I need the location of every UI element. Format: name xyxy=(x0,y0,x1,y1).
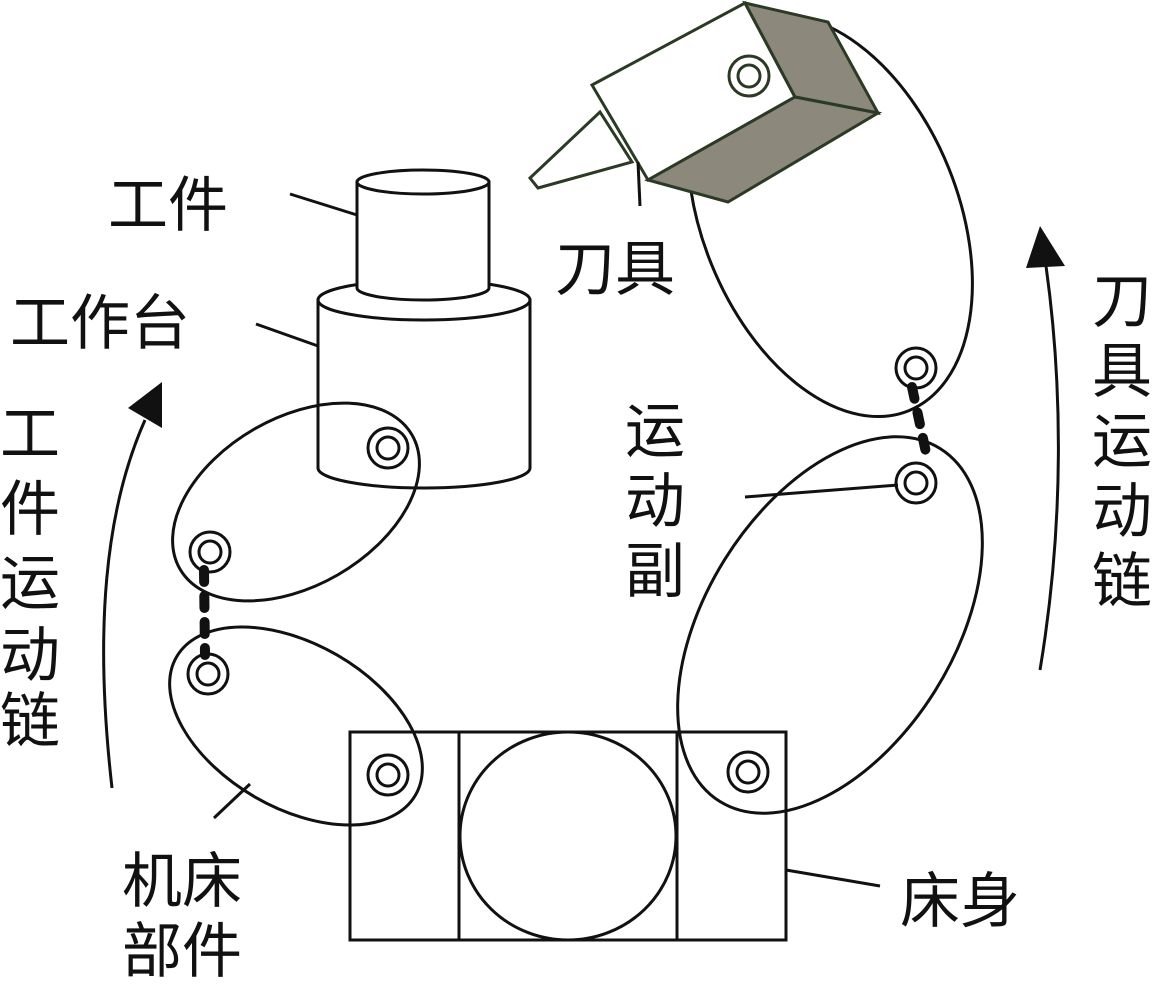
machine-parts-line: 机床 xyxy=(122,847,242,917)
tool-chain-char: 具 xyxy=(1092,337,1152,407)
tool-chain-char: 动 xyxy=(1092,477,1152,547)
motion-pair-leader xyxy=(744,483,899,499)
tool-chain-arrow xyxy=(1026,226,1065,671)
motion-pair-char: 副 xyxy=(625,537,685,607)
workpiece-chain-label: 工 件 运 动 链 xyxy=(0,400,60,757)
machine-parts-label: 机床 部件 xyxy=(122,847,242,984)
joint-icon xyxy=(726,750,770,794)
workpiece xyxy=(355,168,491,302)
workpiece-chain-char: 件 xyxy=(0,475,60,545)
worktable-leader xyxy=(255,322,319,348)
tool-chain-label: 刀 具 运 动 链 xyxy=(1092,267,1152,617)
joint-icon xyxy=(188,530,232,574)
worktable-label: 工作台 xyxy=(10,289,190,359)
machine-bed xyxy=(348,730,788,942)
machine-parts-leader xyxy=(212,782,252,820)
joint-icon xyxy=(894,346,938,390)
workpiece-leader xyxy=(289,192,358,217)
machine-parts-line: 部件 xyxy=(122,917,242,984)
workpiece-chain-char: 运 xyxy=(0,549,60,619)
motion-pair-char: 运 xyxy=(625,397,685,467)
workpiece-label: 工件 xyxy=(108,171,228,241)
tool-chain-char: 刀 xyxy=(1092,267,1152,337)
joint-icon xyxy=(894,461,938,505)
workpiece-chain-char: 链 xyxy=(0,687,60,757)
tool-label: 刀具 xyxy=(555,235,675,305)
motion-pair-char: 动 xyxy=(625,467,685,537)
motion-pair-label: 运 动 副 xyxy=(625,397,685,607)
joint-icon xyxy=(727,54,771,98)
right-joint-connector xyxy=(907,382,933,467)
workpiece-chain-arrow xyxy=(102,382,162,789)
joint-icon xyxy=(186,652,230,696)
cutting-tool xyxy=(527,0,883,204)
bed-label: 床身 xyxy=(900,867,1020,937)
left-joint-connector xyxy=(199,565,210,660)
right-lower-link xyxy=(676,435,984,815)
left-lower-link xyxy=(168,625,424,827)
tool-chain-char: 运 xyxy=(1092,407,1152,477)
bed-leader xyxy=(785,868,881,888)
joint-icon xyxy=(366,753,410,797)
tool-leader xyxy=(636,161,642,207)
left-upper-link xyxy=(171,401,421,603)
workpiece-chain-char: 动 xyxy=(0,621,60,691)
worktable xyxy=(316,278,532,490)
workpiece-chain-char: 工 xyxy=(0,400,60,470)
tool-chain-char: 链 xyxy=(1092,547,1152,617)
joint-icon xyxy=(366,426,410,470)
